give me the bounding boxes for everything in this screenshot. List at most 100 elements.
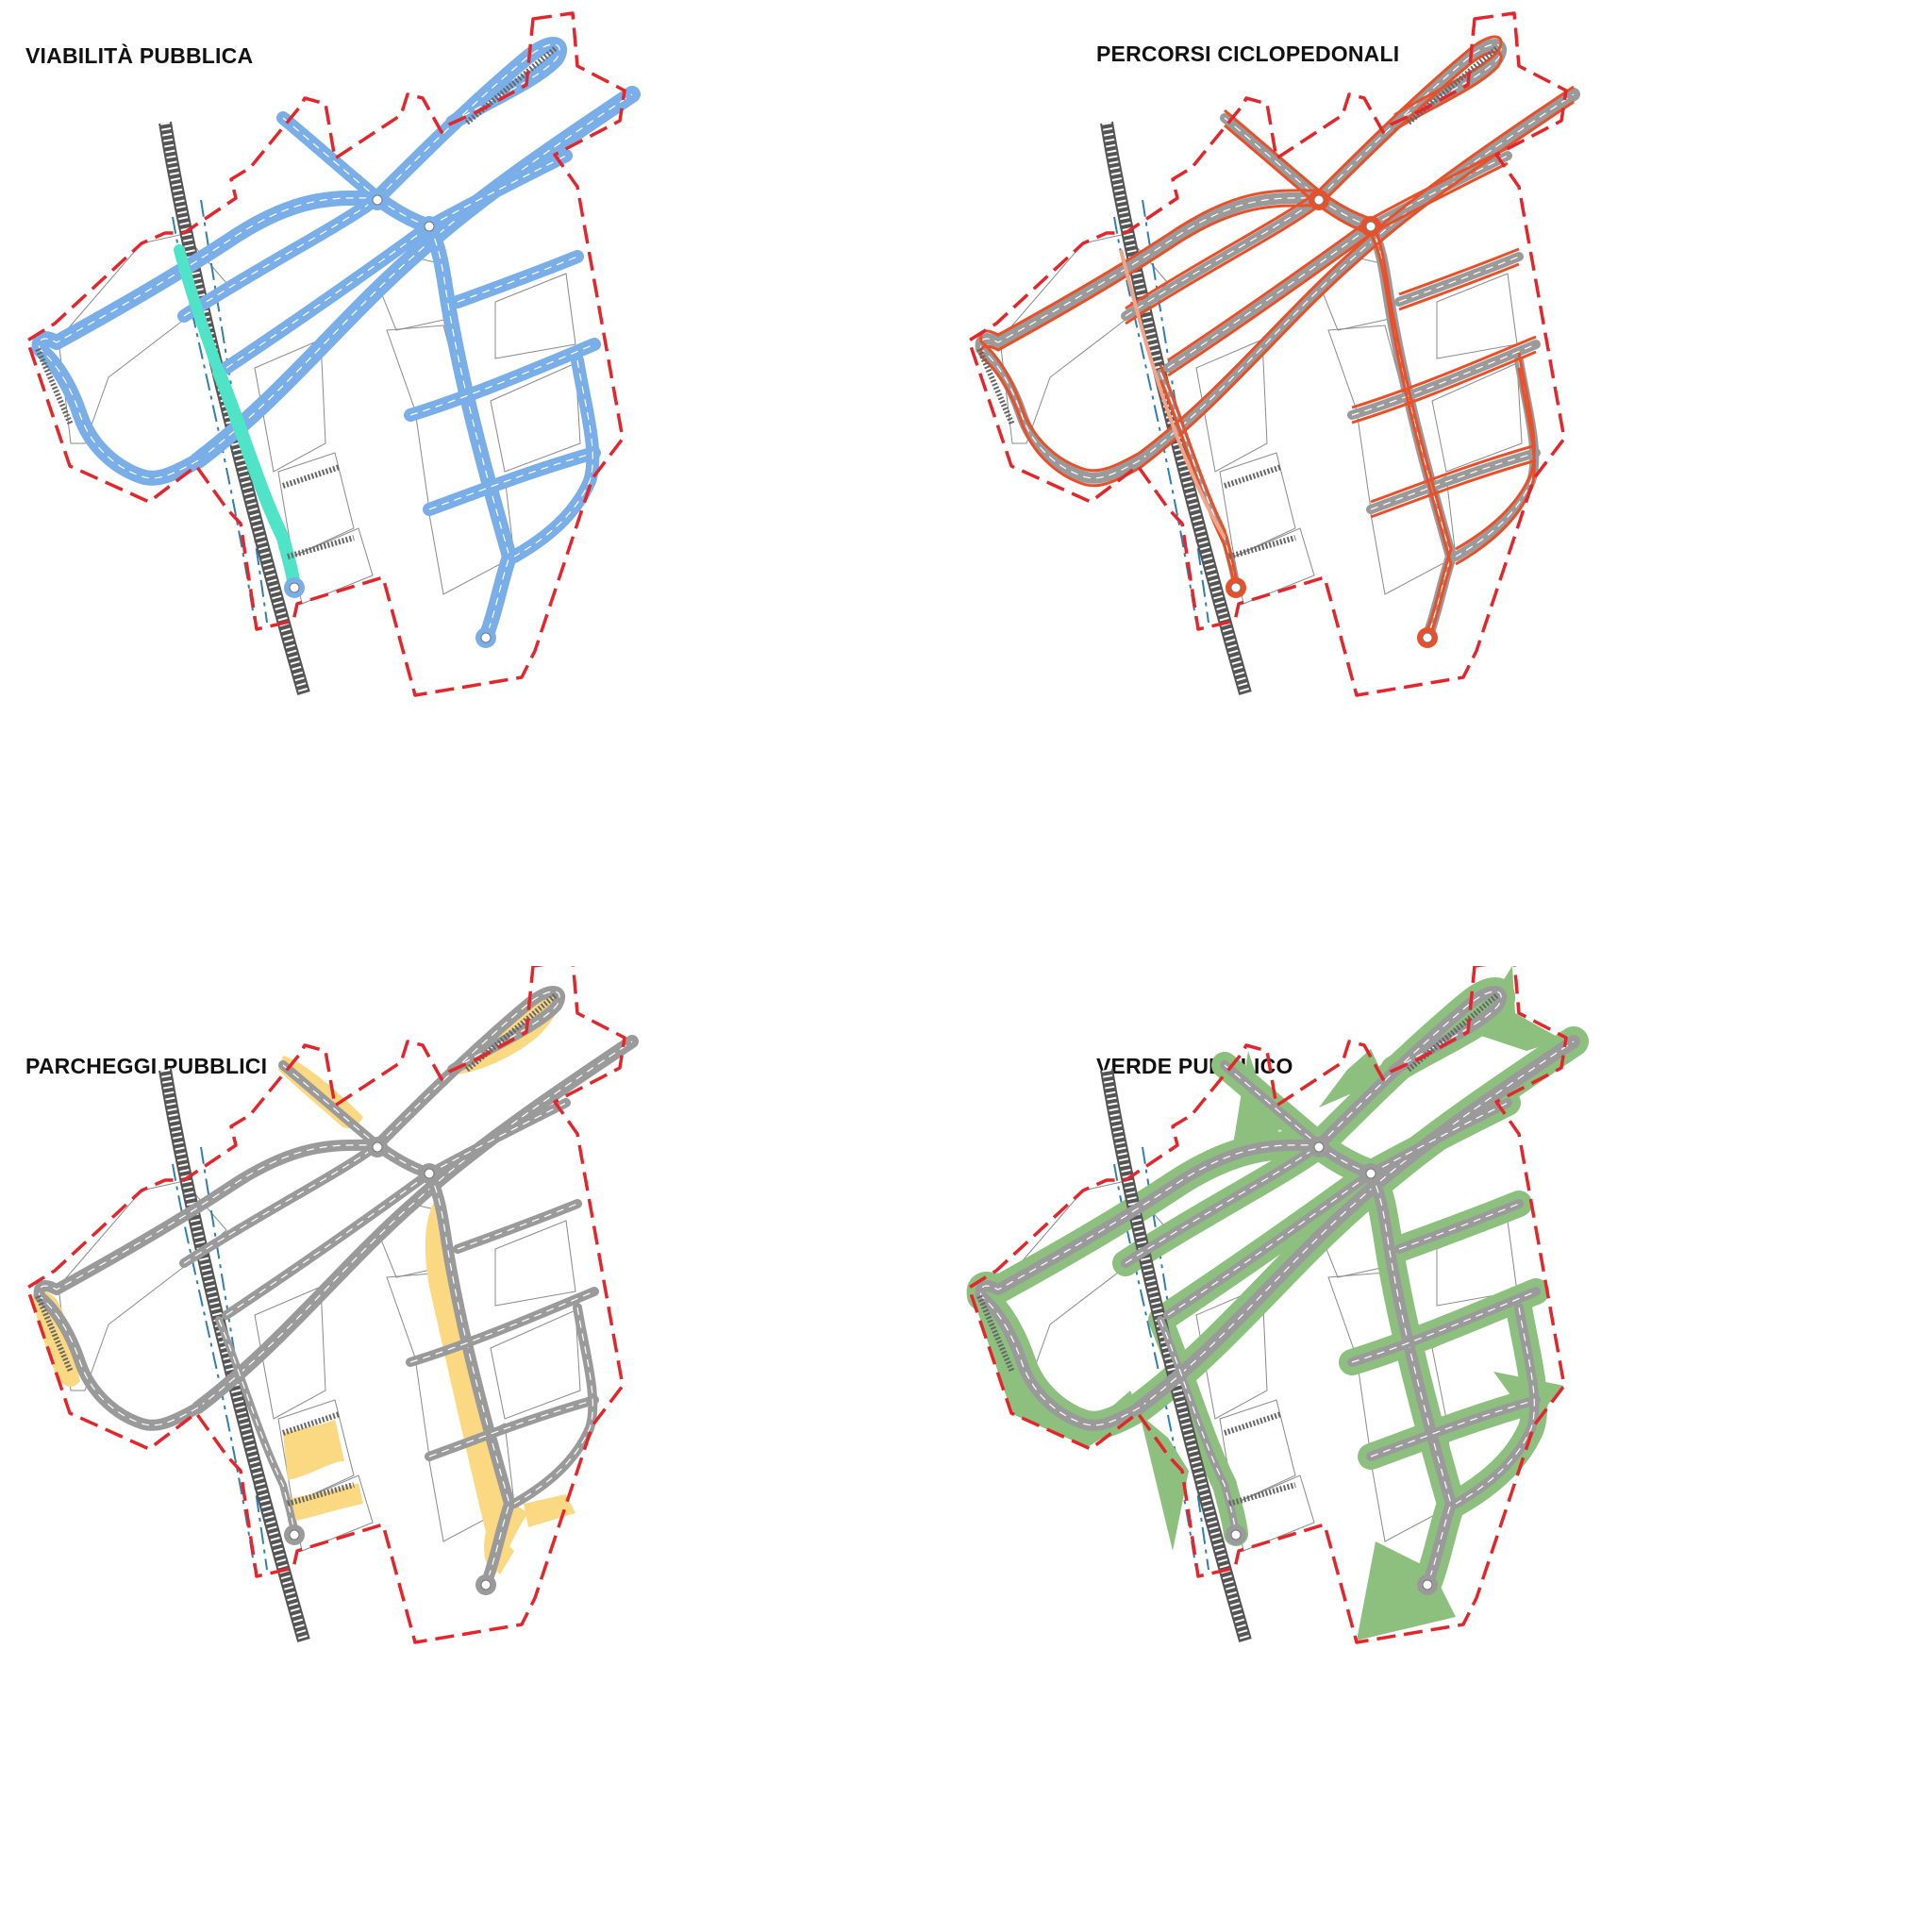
parking-stalls <box>282 1411 341 1436</box>
east-connector-road-centerline <box>1370 1102 1509 1174</box>
green-area <box>1140 1414 1189 1551</box>
roundabouts <box>284 1137 496 1595</box>
north-branch-road-centerline <box>376 991 560 1146</box>
building-lot <box>494 1220 576 1307</box>
parking-stalls <box>1224 1411 1282 1436</box>
roundabout-island <box>1422 1579 1433 1591</box>
parking-stalls <box>35 347 74 426</box>
cross-road-3-centerline <box>1370 1399 1537 1457</box>
loop-road-centerline <box>979 1144 1320 1426</box>
loop-road-centerline <box>38 1144 378 1426</box>
parking-area <box>524 1494 575 1527</box>
building-lot <box>277 452 355 558</box>
green-area <box>1357 1541 1456 1641</box>
panel-parcheggi: PARCHEGGI PUBBLICI <box>0 966 959 1932</box>
loop-road-centerline <box>979 197 1320 479</box>
diagonal-road-1 <box>177 192 384 323</box>
parking-area <box>288 1483 363 1523</box>
parking-access-road-centerline <box>282 117 378 199</box>
cross-road-3 <box>423 446 601 516</box>
service-road-west-centerline <box>1159 372 1237 588</box>
parking-access-road-centerline <box>1224 1064 1320 1146</box>
cycle-path <box>1167 217 1372 362</box>
cross-road-1-centerline <box>457 256 578 303</box>
east-connector-road-centerline <box>1370 155 1509 227</box>
panel-title: PERCORSI CICLOPEDONALI <box>1096 42 1400 66</box>
south-spine-road-centerline <box>428 1173 510 1585</box>
building-lot <box>1195 339 1268 473</box>
green-area <box>1319 1049 1385 1108</box>
diagonal-road-2-centerline <box>225 1173 430 1316</box>
cross-road-2 <box>1347 1287 1541 1367</box>
roundabout-island <box>1313 194 1325 206</box>
cross-road-3 <box>1366 448 1541 514</box>
cross-road-3 <box>425 1395 599 1461</box>
diagonal-road-2-centerline <box>1167 1173 1372 1316</box>
cycle-path <box>1125 189 1320 310</box>
cross-road-2 <box>1347 340 1541 420</box>
parking-stalls <box>1228 1482 1296 1507</box>
cross-road-3-centerline <box>1370 452 1537 510</box>
arterial-road-centerline <box>197 93 633 461</box>
east-connector-road-centerline <box>428 155 567 227</box>
building-lot <box>1219 452 1296 558</box>
parking-access-road-centerline <box>282 1064 378 1146</box>
roundabout-island <box>1230 582 1242 593</box>
east-connector-road <box>1366 1098 1512 1178</box>
map-content <box>967 11 1580 697</box>
cross-road-2-centerline <box>409 343 595 416</box>
cycle-path <box>1167 232 1372 377</box>
roundabout-island <box>1313 1141 1325 1153</box>
diagonal-road-1 <box>1121 1141 1324 1268</box>
diagonal-road-2-centerline <box>1167 225 1372 369</box>
green-area <box>970 1273 1140 1447</box>
diagonal-road-2-centerline <box>225 225 430 369</box>
roundabout-island <box>1230 1529 1242 1541</box>
roundabout-island <box>372 1141 383 1153</box>
parking-stalls <box>976 347 1015 426</box>
east-connector-road <box>423 149 573 233</box>
roundabout-island <box>480 1579 492 1591</box>
south-spine-road-centerline <box>428 225 510 638</box>
panel-percorsi: PERCORSI CICLOPEDONALI <box>959 0 1917 966</box>
building-lot <box>490 362 581 473</box>
panel-title: VIABILITÀ PUBBLICA <box>25 43 254 68</box>
road-network <box>31 37 641 644</box>
north-branch-road-centerline <box>376 43 560 199</box>
cycle-path <box>1224 108 1320 192</box>
roundabout-island <box>1365 221 1376 232</box>
building-lot <box>494 273 576 359</box>
cycle-path <box>1125 204 1320 325</box>
building-lot <box>1431 362 1523 473</box>
site-boundary <box>967 966 1568 1644</box>
roundabout-island <box>372 194 383 206</box>
cycle-path <box>1317 35 1503 192</box>
cross-road-3-centerline <box>428 452 595 510</box>
map-content <box>25 966 639 1644</box>
cross-road-2-centerline <box>409 1291 595 1363</box>
canal-line-east <box>200 199 268 624</box>
cycle-path <box>1370 458 1537 519</box>
cycle-path <box>1370 443 1537 504</box>
roundabout-island <box>1365 1168 1376 1179</box>
cross-road-2-centerline <box>1351 1291 1537 1363</box>
east-loop-road-centerline <box>513 359 593 558</box>
building-lot <box>254 339 326 473</box>
cross-road-1-centerline <box>1398 1203 1520 1250</box>
cross-road-3-centerline <box>428 1399 595 1457</box>
roundabouts <box>284 190 496 648</box>
cycle-path <box>1369 218 1453 630</box>
cycle-path <box>1398 262 1520 311</box>
parking-stalls <box>287 1482 355 1507</box>
cross-road-2-centerline <box>1351 343 1537 416</box>
cycle-path <box>1159 364 1238 580</box>
canal-line-east <box>200 1146 268 1571</box>
cross-road-1-centerline <box>1398 256 1520 303</box>
road-network <box>33 986 639 1590</box>
green-area <box>1470 966 1562 1051</box>
site-plan-map <box>25 966 639 1644</box>
parking-stalls <box>976 1294 1015 1374</box>
east-loop-road-centerline <box>1455 1307 1535 1505</box>
roundabouts <box>1226 1137 1438 1595</box>
north-branch-road-centerline <box>1318 991 1502 1146</box>
